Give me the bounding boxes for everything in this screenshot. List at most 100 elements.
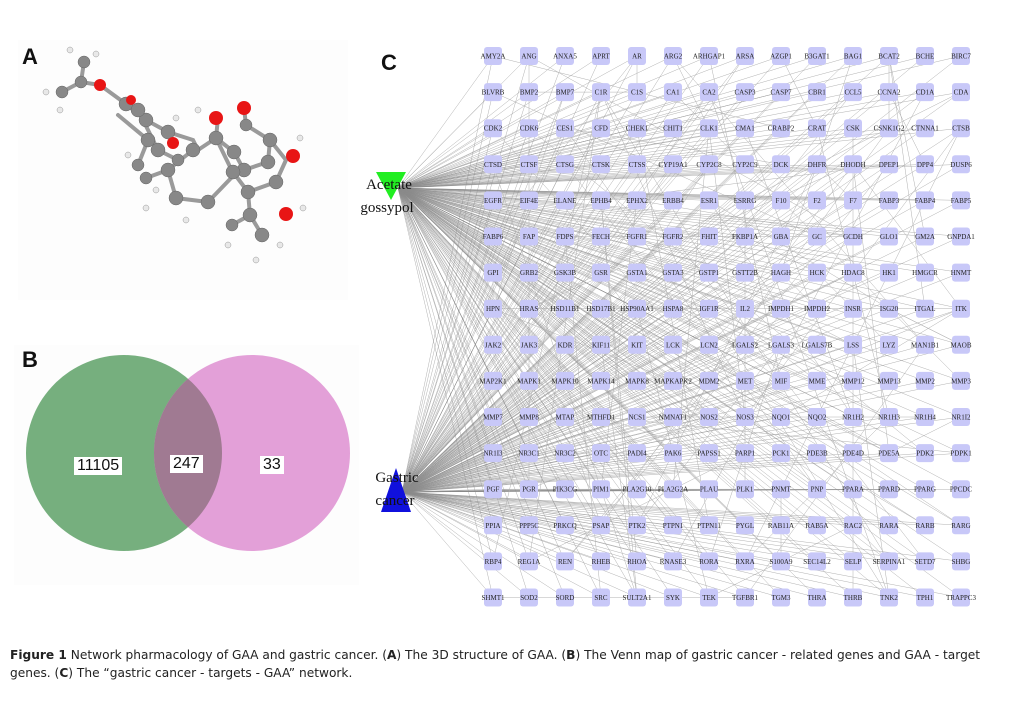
target-node[interactable]: CTSS — [628, 155, 646, 174]
target-node[interactable]: GBA — [772, 227, 790, 246]
target-node[interactable]: MMP2 — [915, 371, 935, 390]
target-node[interactable]: GSTP1 — [699, 263, 720, 282]
target-node[interactable]: GPI — [484, 263, 502, 282]
target-node[interactable]: BIRC7 — [951, 47, 971, 65]
target-node[interactable]: CFD — [592, 119, 610, 138]
target-node[interactable]: PPIA — [484, 516, 502, 535]
target-node[interactable]: MAPKAPK2 — [654, 371, 692, 390]
target-node[interactable]: BAG1 — [844, 47, 863, 65]
target-node[interactable]: PNP — [808, 480, 826, 499]
target-node[interactable]: NQO2 — [808, 408, 827, 426]
target-node[interactable]: THRB — [844, 588, 863, 607]
target-node[interactable]: MMP3 — [951, 371, 971, 390]
target-node[interactable]: CMA1 — [735, 119, 755, 138]
target-node[interactable]: CA1 — [664, 83, 682, 102]
target-node[interactable]: NR3C1 — [518, 444, 540, 463]
target-node[interactable]: GSR — [592, 263, 610, 282]
target-node[interactable]: TPH1 — [916, 588, 934, 607]
target-node[interactable]: GSK3B — [554, 263, 577, 282]
target-node[interactable]: ARSA — [736, 47, 755, 65]
target-node[interactable]: C1R — [592, 83, 610, 102]
target-node[interactable]: CSNK1G2 — [874, 119, 905, 138]
target-node[interactable]: MMP7 — [483, 408, 503, 426]
target-node[interactable]: RNASE3 — [660, 552, 687, 571]
target-node[interactable]: PDE5A — [878, 444, 900, 463]
target-node[interactable]: F2 — [808, 191, 826, 210]
target-node[interactable]: RBP4 — [484, 552, 502, 571]
target-node[interactable]: MAOB — [950, 335, 972, 354]
target-node[interactable]: ISG20 — [880, 299, 899, 318]
target-node[interactable]: MAPK1 — [517, 371, 541, 390]
target-node[interactable]: CRABP2 — [768, 119, 795, 138]
target-node[interactable]: CASP3 — [734, 83, 756, 102]
target-node[interactable]: BCAT2 — [878, 47, 900, 65]
target-node[interactable]: CHEK1 — [626, 119, 649, 138]
target-node[interactable]: PDK2 — [916, 444, 934, 463]
target-node[interactable]: HSPA8 — [663, 299, 684, 318]
target-node[interactable]: NMNAT1 — [659, 408, 688, 426]
target-node[interactable]: APRT — [592, 47, 610, 65]
target-node[interactable]: CDK2 — [484, 119, 503, 138]
target-node[interactable]: PPARG — [914, 480, 936, 499]
target-node[interactable]: PIK3CG — [553, 480, 578, 499]
target-node[interactable]: PPARD — [878, 480, 900, 499]
target-node[interactable]: INSR — [844, 299, 862, 318]
target-node[interactable]: DPP4 — [916, 155, 934, 174]
target-node[interactable]: NOS3 — [736, 408, 754, 426]
target-node[interactable]: GM2A — [915, 227, 935, 246]
target-node[interactable]: CD1A — [916, 83, 934, 102]
target-node[interactable]: NOS2 — [700, 408, 718, 426]
target-node[interactable]: IMPDH1 — [768, 299, 795, 318]
target-node[interactable]: FGFR1 — [626, 227, 648, 246]
target-node[interactable]: MME — [808, 371, 826, 390]
target-node[interactable]: NR1H2 — [842, 408, 864, 426]
target-node[interactable]: GSTA1 — [626, 263, 648, 282]
target-node[interactable]: MTAP — [556, 408, 575, 426]
target-node[interactable]: RXRA — [735, 552, 755, 571]
target-node[interactable]: RAC2 — [844, 516, 862, 535]
target-node[interactable]: NCS1 — [628, 408, 646, 426]
target-node[interactable]: HSD11B1 — [551, 299, 580, 318]
target-node[interactable]: ERBB4 — [662, 191, 684, 210]
target-node[interactable]: PTPN1 — [663, 516, 684, 535]
target-node[interactable]: GNPDA1 — [947, 227, 975, 246]
target-node[interactable]: PLA2G2A — [658, 480, 688, 499]
target-node[interactable]: TGM3 — [771, 588, 791, 607]
target-node[interactable]: FECH — [592, 227, 610, 246]
target-node[interactable]: RARG — [951, 516, 971, 535]
target-node[interactable]: SHMT1 — [482, 588, 505, 607]
target-node[interactable]: FABP5 — [951, 191, 972, 210]
target-node[interactable]: PARP1 — [735, 444, 756, 463]
target-node[interactable]: GSTT2B — [732, 263, 758, 282]
target-node[interactable]: RHOA — [627, 552, 647, 571]
target-node[interactable]: HRAS — [520, 299, 539, 318]
target-node[interactable]: FABP3 — [879, 191, 900, 210]
target-node[interactable]: GC — [808, 227, 826, 246]
target-node[interactable]: GLO1 — [880, 227, 898, 246]
target-node[interactable]: PIM1 — [592, 480, 610, 499]
target-node[interactable]: HSD17B1 — [586, 299, 616, 318]
target-node[interactable]: LCN2 — [700, 335, 718, 354]
target-node[interactable]: NQO1 — [772, 408, 791, 426]
target-node[interactable]: MAPK8 — [625, 371, 649, 390]
target-node[interactable]: PADI4 — [627, 444, 647, 463]
compound-node[interactable]: Acetate gossypol — [360, 172, 414, 216]
target-node[interactable]: LCK — [664, 335, 682, 354]
target-node[interactable]: FAP — [520, 227, 538, 246]
target-node[interactable]: MMP12 — [841, 371, 865, 390]
target-node[interactable]: HK1 — [880, 263, 898, 282]
target-node[interactable]: KIT — [628, 335, 646, 354]
target-node[interactable]: SETD7 — [915, 552, 937, 571]
target-node[interactable]: LSS — [844, 335, 862, 354]
target-node[interactable]: CTSG — [556, 155, 574, 174]
target-node[interactable]: LGALS7B — [802, 335, 833, 354]
target-node[interactable]: PPP5C — [519, 516, 539, 535]
target-node[interactable]: PDPK1 — [950, 444, 972, 463]
target-node[interactable]: HCK — [808, 263, 826, 282]
target-node[interactable]: MTHFD1 — [587, 408, 616, 426]
target-node[interactable]: CTSB — [952, 119, 970, 138]
target-node[interactable]: PTK2 — [628, 516, 646, 535]
target-node[interactable]: PAPSS1 — [697, 444, 721, 463]
target-node[interactable]: RHEB — [592, 552, 611, 571]
target-node[interactable]: DCK — [772, 155, 790, 174]
